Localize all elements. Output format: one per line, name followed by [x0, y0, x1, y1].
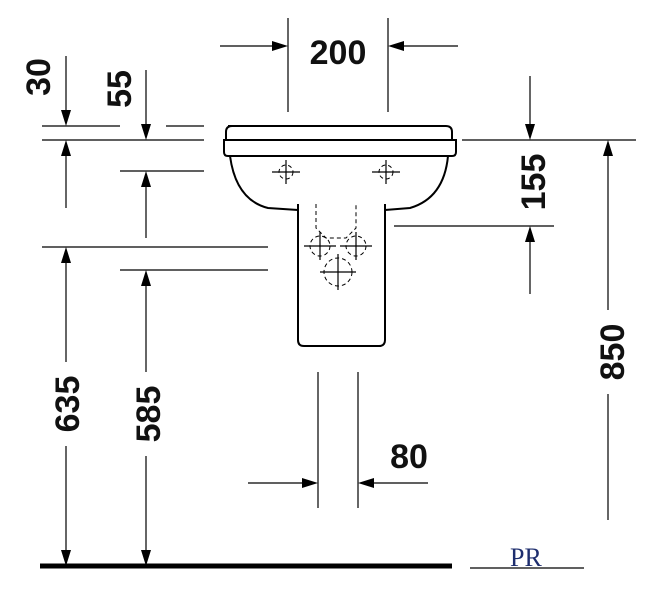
basin-rim: [225, 125, 453, 141]
basin-bowl: [229, 155, 449, 211]
dim-overflow-offset: 155: [394, 76, 636, 294]
pedestal: [297, 204, 386, 347]
tap-hole-right: [372, 160, 400, 184]
dim-total-height: 850: [594, 140, 632, 520]
dim-height-635-label: 635: [49, 376, 87, 433]
tap-hole-left: [272, 160, 300, 184]
brand-logo-text: PR: [510, 543, 542, 572]
dim-pedestal-width-label: 80: [390, 438, 428, 476]
dim-rim-offset: 55: [101, 70, 151, 238]
basin-rim-lower: [223, 139, 457, 157]
washbasin: [223, 125, 457, 211]
dim-height-585: 585: [130, 270, 168, 566]
dim-rim-offset-label: 55: [101, 70, 139, 108]
dim-overflow-offset-label: 155: [515, 154, 553, 211]
dim-width-top-label: 200: [310, 34, 367, 72]
reference-lines-left: [42, 125, 268, 271]
dim-total-height-label: 850: [594, 324, 632, 381]
brand-logo: PR: [470, 543, 584, 572]
dim-rim-thickness: 30: [20, 56, 71, 208]
waste-trap: [315, 204, 357, 239]
pedestal-body: [297, 204, 386, 347]
dim-pedestal-width: 80: [248, 372, 428, 508]
dim-height-635: 635: [49, 247, 87, 566]
dim-height-585-label: 585: [130, 386, 168, 443]
dim-rim-thickness-label: 30: [20, 58, 58, 96]
dim-width-top: 200: [220, 18, 458, 112]
